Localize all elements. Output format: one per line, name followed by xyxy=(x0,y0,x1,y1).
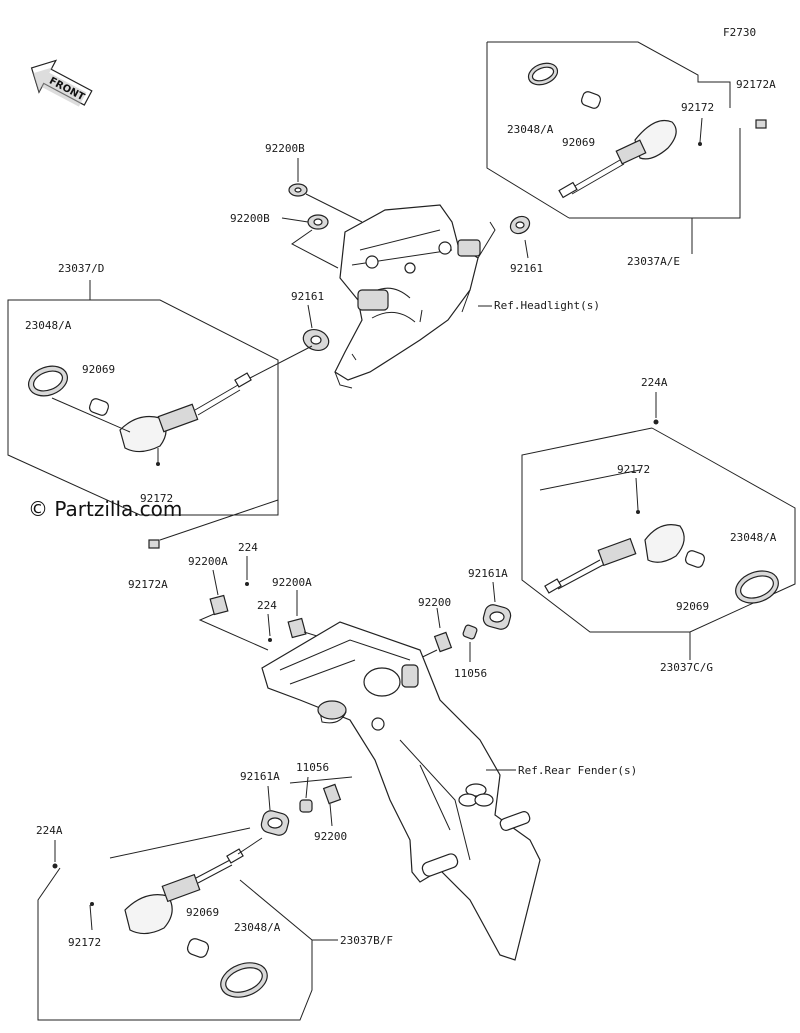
label-92069-bottom: 92069 xyxy=(186,906,219,919)
label-224-1: 224 xyxy=(238,541,258,554)
watermark: © Partzilla.com xyxy=(28,497,182,521)
screw-a-icon xyxy=(755,119,767,129)
label-92161-top: 92161 xyxy=(510,262,543,275)
label-92069-left: 92069 xyxy=(82,363,115,376)
turn-signal-rear-right xyxy=(544,477,779,604)
clip-11056-bottom xyxy=(299,776,313,813)
label-92172a-top: 92172A xyxy=(736,78,776,91)
rear-fender xyxy=(261,621,541,961)
label-92200a-2: 92200A xyxy=(272,576,312,589)
nut-92200a-1 xyxy=(198,569,269,651)
washer-92200-bottom xyxy=(289,776,353,827)
ref-rear-fender: Ref.Rear Fender(s) xyxy=(518,764,637,777)
turn-signal-front-left xyxy=(28,345,313,466)
label-23037cg: 23037C/G xyxy=(660,661,713,674)
grommet-92161-top xyxy=(509,215,531,259)
label-92161-mid: 92161 xyxy=(291,290,324,303)
label-224a-right: 224A xyxy=(641,376,668,389)
label-92200-bottom: 92200 xyxy=(314,830,347,843)
group-right-frame xyxy=(521,427,796,660)
label-92172-right: 92172 xyxy=(617,463,650,476)
label-11056-right: 11056 xyxy=(454,667,487,680)
grommet-92161a-right xyxy=(482,581,512,630)
screw-icon xyxy=(698,142,702,146)
washer-92200b-1 xyxy=(288,158,363,223)
turn-signal-front-right xyxy=(527,62,767,199)
label-92172-top: 92172 xyxy=(681,101,714,114)
label-92200-right: 92200 xyxy=(418,596,451,609)
label-23048a-bottom: 23048/A xyxy=(234,921,281,934)
label-92069-top: 92069 xyxy=(562,136,595,149)
screw-224-1-icon xyxy=(245,582,249,586)
label-23037bf: 23037B/F xyxy=(340,934,393,947)
label-23037d: 23037/D xyxy=(58,262,104,275)
group-bottom-frame xyxy=(37,827,338,1021)
clip-11056-right xyxy=(462,624,478,662)
grommet-92161a-bottom xyxy=(260,785,290,836)
group-left-frame xyxy=(7,280,279,541)
grommet-92161-mid xyxy=(302,304,330,351)
label-23048a-top: 23048/A xyxy=(507,123,554,136)
label-11056-bottom: 11056 xyxy=(296,761,329,774)
screw-224-2-icon xyxy=(268,638,272,642)
screw-224a-bottom-icon xyxy=(52,863,58,869)
screw-224a-right-icon xyxy=(653,419,659,425)
figure-code: F2730 xyxy=(723,26,756,39)
label-92200b-2: 92200B xyxy=(230,212,270,225)
front-arrow-icon: FRONT xyxy=(30,59,93,107)
nut-92200a-2 xyxy=(287,590,331,641)
screw-a-left-icon xyxy=(148,539,160,549)
group-top-right-frame xyxy=(486,41,741,219)
label-92172-bottom: 92172 xyxy=(68,936,101,949)
label-92172a-left: 92172A xyxy=(128,578,168,591)
label-224a-bottom: 224A xyxy=(36,824,63,837)
washer-92200b-2 xyxy=(281,214,339,269)
label-92161a-bottom: 92161A xyxy=(240,770,280,783)
ref-headlight: Ref.Headlight(s) xyxy=(494,299,600,312)
label-92200b-1: 92200B xyxy=(265,142,305,155)
label-92200a-1: 92200A xyxy=(188,555,228,568)
housing-icon xyxy=(634,119,677,160)
label-92161a-right: 92161A xyxy=(468,567,508,580)
label-224-2: 224 xyxy=(257,599,277,612)
label-92172-left: 92172 xyxy=(140,492,173,505)
label-23037ae: 23037A/E xyxy=(627,255,680,268)
turn-signal-rear-left xyxy=(89,837,268,998)
label-23048a-left: 23048/A xyxy=(25,319,72,332)
stem-icon xyxy=(615,139,647,165)
bulb-icon xyxy=(580,91,602,109)
headlight-bracket xyxy=(334,204,496,389)
label-92069-right: 92069 xyxy=(676,600,709,613)
label-23048a-right: 23048/A xyxy=(730,531,777,544)
